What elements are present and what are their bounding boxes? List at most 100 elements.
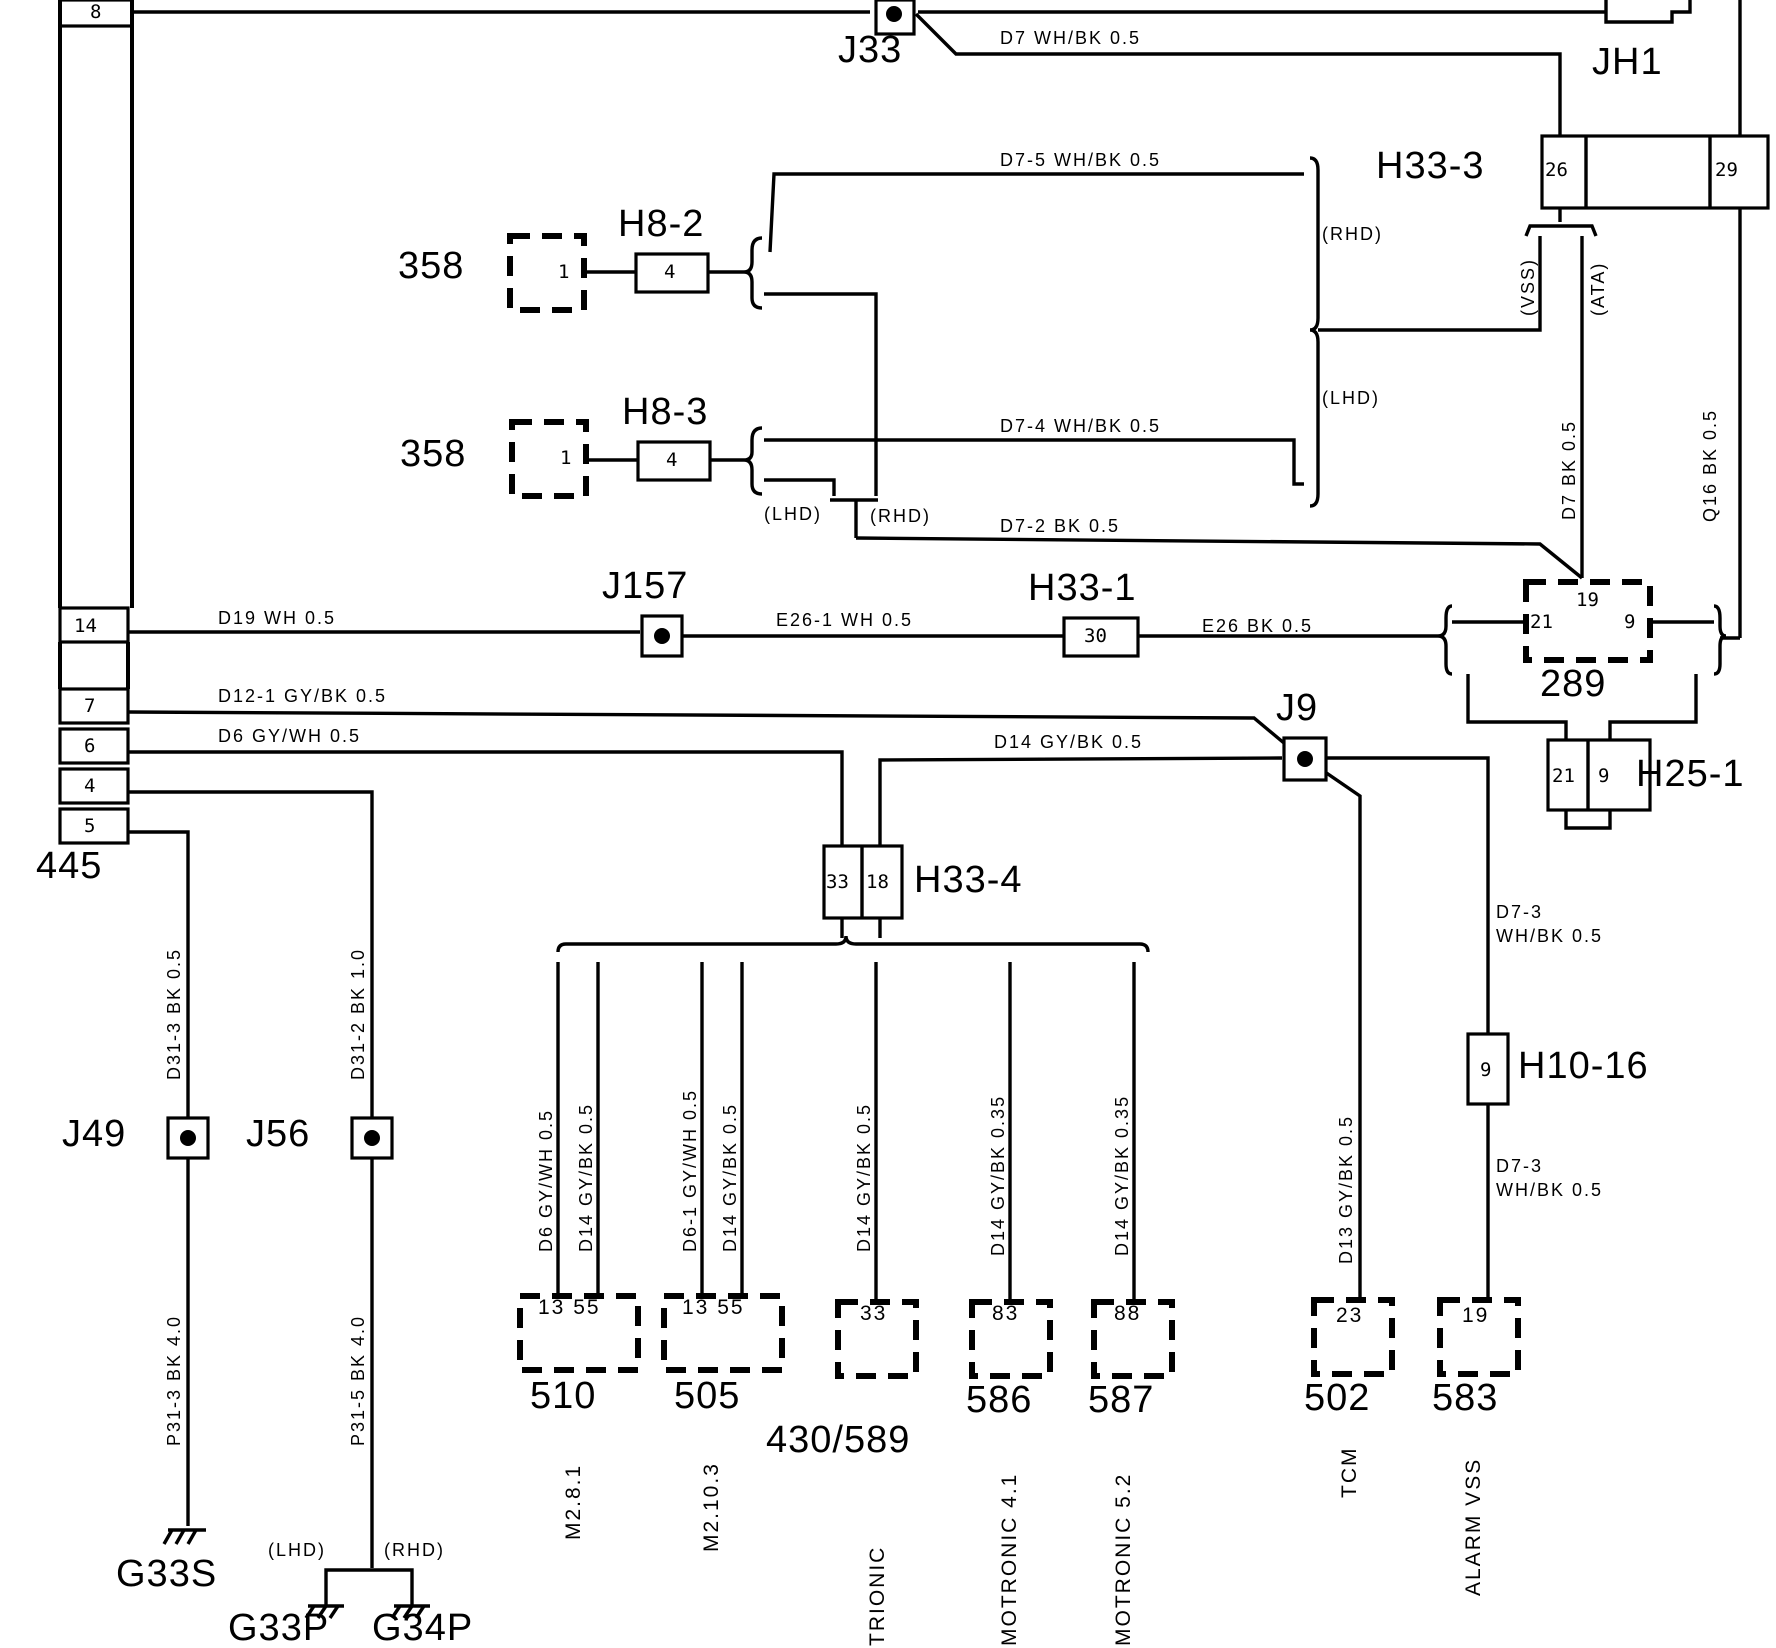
drop-510-a: D6 GY/WH 0.5: [536, 1109, 556, 1252]
289-label: 289: [1540, 663, 1606, 705]
pin-14: 14: [74, 615, 97, 637]
ecu-586: 83 586 MOTRONIC 4.1: [966, 1299, 1053, 1646]
h33-1-label: H33-1: [1028, 567, 1137, 609]
ecu-430-pins: 33: [860, 1302, 887, 1325]
connector-445: 8 14 7 6 4 5 445: [36, 0, 134, 887]
variant-rhd-mid: (RHD): [870, 506, 931, 526]
h8-3-label: H8-3: [622, 391, 708, 433]
wire-d7-3-a: D7-3: [1496, 902, 1543, 922]
ecu-drops: D6 GY/WH 0.5 D14 GY/BK 0.5 D6-1 GY/WH 0.…: [536, 962, 1136, 1302]
j49-label: J49: [62, 1113, 126, 1155]
module-289: 19 21 9 289: [1437, 579, 1727, 740]
wire-d7-3-b: WH/BK 0.5: [1496, 926, 1603, 946]
ecu-502: 23 502 TCM: [1304, 1297, 1395, 1499]
h33-3-pin-29: 29: [1715, 159, 1738, 181]
h33-3-label: H33-3: [1376, 145, 1485, 187]
row-d19: D19 WH 0.5 J157 E26-1 WH 0.5 30 H33-1 E2…: [128, 565, 1438, 658]
ecu-505-pins: 13 55: [682, 1296, 745, 1319]
ecu-583: 19 583 ALARM VSS: [1432, 1297, 1521, 1596]
jh1-label: JH1: [1592, 41, 1663, 83]
wire-p31-3: P31-3 BK 4.0: [164, 1315, 184, 1446]
connector-445-label: 445: [36, 845, 102, 887]
variant-rhd-top: (RHD): [1322, 224, 1383, 244]
ecu-587: 88 587 MOTRONIC 5.2: [1088, 1299, 1175, 1646]
h25-1-label: H25-1: [1636, 753, 1745, 795]
h8-2-pin-4: 4: [664, 261, 675, 283]
h33-1-pin-30: 30: [1084, 625, 1107, 647]
358b-label: 358: [400, 433, 466, 475]
wire-d31-3: D31-3 BK 0.5: [164, 948, 184, 1080]
ecu-430-number: 430/589: [766, 1419, 910, 1461]
pin-6: 6: [84, 735, 95, 757]
h33-4-pin-18: 18: [866, 871, 889, 893]
drop-433: D14 GY/BK 0.5: [854, 1103, 874, 1252]
ecu-505: 13 55 505 M2.10.3: [661, 1293, 785, 1552]
vss-ata-branch: (VSS) (ATA) D7 BK 0.5 Q16 BK 0.5: [1318, 208, 1742, 640]
j157-label: J157: [602, 565, 688, 607]
358a-label: 358: [398, 245, 464, 287]
289-pin-9: 9: [1624, 611, 1635, 633]
wire-d14: D14 GY/BK 0.5: [994, 732, 1143, 752]
ecu-586-pins: 83: [992, 1302, 1019, 1325]
variant-rhd-ground: (RHD): [384, 1540, 445, 1560]
wire-d7-top: D7 WH/BK 0.5: [1000, 28, 1141, 48]
rhd-lhd-brace: (RHD) (LHD): [1309, 156, 1383, 508]
ground-branch-g33p-g34p: D31-2 BK 1.0 J56 P31-5 BK 4.0 (LHD) (RHD…: [128, 790, 473, 1648]
g34p-label: G34P: [372, 1607, 473, 1648]
top-wires: J33 D7 WH/BK 0.5 JH1: [132, 0, 1742, 138]
j56-label: J56: [246, 1113, 310, 1155]
j9-label: J9: [1276, 687, 1318, 729]
wire-d12-1: D12-1 GY/BK 0.5: [218, 686, 387, 706]
connector-h33-4: 33 18 H33-4: [556, 844, 1150, 953]
wire-d7-3-c: D7-3: [1496, 1156, 1543, 1176]
variant-lhd-ground: (LHD): [268, 1540, 326, 1560]
variant-lhd-top: (LHD): [1322, 388, 1380, 408]
variant-ata: (ATA): [1588, 262, 1608, 316]
drop-510-b: D14 GY/BK 0.5: [576, 1103, 596, 1252]
h8-3-pin-4: 4: [666, 449, 677, 471]
ecu-502-number: 502: [1304, 1377, 1370, 1419]
ecu-583-number: 583: [1432, 1377, 1498, 1419]
module-358-b: 1 358 4 H8-3 D7-4 WH/BK 0.5 (LHD) (RHD) …: [400, 391, 1584, 580]
ecu-587-label: MOTRONIC 5.2: [1112, 1473, 1135, 1646]
ecu-586-number: 586: [966, 1379, 1032, 1421]
wire-d7-4: D7-4 WH/BK 0.5: [1000, 416, 1161, 436]
pin-7: 7: [84, 695, 95, 717]
h33-3-pin-26: 26: [1545, 159, 1568, 181]
h25-1-pin-9: 9: [1598, 765, 1609, 787]
ecu-586-label: MOTRONIC 4.1: [998, 1473, 1021, 1646]
289-pin-19: 19: [1576, 589, 1599, 611]
ecu-505-label: M2.10.3: [700, 1462, 723, 1552]
wire-d7-5: D7-5 WH/BK 0.5: [1000, 150, 1161, 170]
wire-e26: E26 BK 0.5: [1202, 616, 1313, 636]
g33s-label: G33S: [116, 1553, 217, 1595]
pin-4: 4: [84, 775, 95, 797]
wire-p31-5: P31-5 BK 4.0: [348, 1315, 368, 1446]
module-358-a: 1 358 4 H8-2 D7-5 WH/BK 0.5: [398, 150, 1304, 496]
358b-pin-1: 1: [560, 447, 571, 469]
wire-e26-1: E26-1 WH 0.5: [776, 610, 913, 630]
ecu-502-label: TCM: [1338, 1447, 1361, 1499]
wire-d31-2: D31-2 BK 1.0: [348, 948, 368, 1080]
h10-16-label: H10-16: [1518, 1045, 1649, 1087]
wire-d13: D13 GY/BK 0.5: [1336, 1115, 1356, 1264]
358a-pin-1: 1: [558, 261, 569, 283]
g33p-label: G33P: [228, 1607, 329, 1648]
ecu-502-pins: 23: [1336, 1304, 1363, 1327]
j33-label: J33: [838, 29, 902, 71]
connector-h25-1: 21 9 H25-1: [1546, 738, 1745, 830]
h25-1-pin-21: 21: [1552, 765, 1575, 787]
connector-h33-3: 26 29 H33-3: [1376, 134, 1770, 210]
h10-16-pin-9: 9: [1480, 1059, 1491, 1081]
pin-5: 5: [84, 815, 95, 837]
wire-d7-2: D7-2 BK 0.5: [1000, 516, 1120, 536]
wire-q16: Q16 BK 0.5: [1700, 409, 1720, 522]
variant-vss: (VSS): [1518, 258, 1538, 316]
h8-2-label: H8-2: [618, 203, 704, 245]
ecu-505-number: 505: [674, 1375, 740, 1417]
wire-d19: D19 WH 0.5: [218, 608, 336, 628]
ecu-510-pins: 13 55: [538, 1296, 601, 1319]
pin-8: 8: [90, 1, 101, 23]
wire-d7-3-d: WH/BK 0.5: [1496, 1180, 1603, 1200]
